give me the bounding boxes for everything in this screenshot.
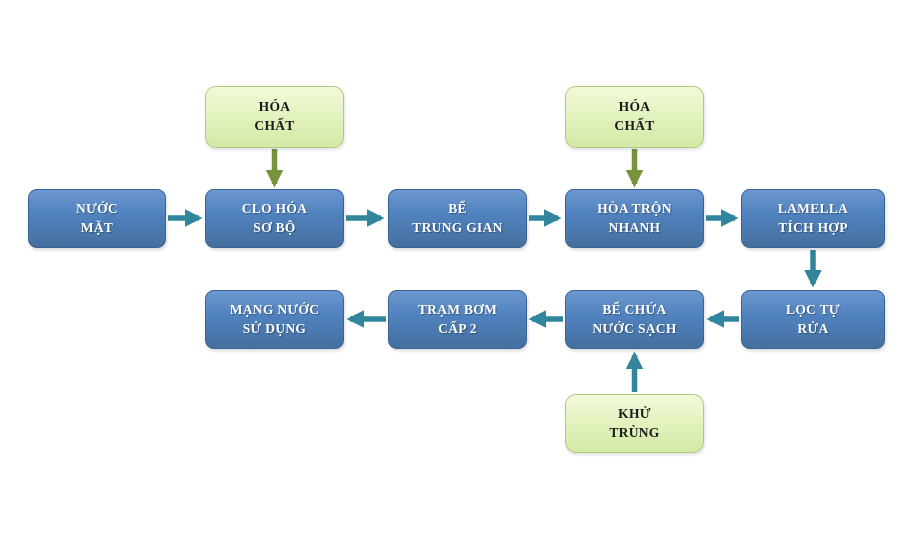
- node-clo-hoa-so-bo: CLO HÓA SƠ BỘ: [205, 189, 344, 248]
- node-loc-tu-rua: LỌC TỰ RỬA: [741, 290, 885, 349]
- node-hoa-tron-nhanh: HÒA TRỘN NHANH: [565, 189, 704, 248]
- node-be-trung-gian: BỂ TRUNG GIAN: [388, 189, 527, 248]
- node-tram-bom-cap-2: TRẠM BƠM CẤP 2: [388, 290, 527, 349]
- node-hoa-chat-right: HÓA CHẤT: [565, 86, 704, 148]
- node-lamella-tich-hop: LAMELLA TÍCH HỢP: [741, 189, 885, 248]
- node-hoa-chat-left: HÓA CHẤT: [205, 86, 344, 148]
- node-be-chua-nuoc-sach: BỂ CHỨA NƯỚC SẠCH: [565, 290, 704, 349]
- node-nuoc-mat: NƯỚC MẶT: [28, 189, 166, 248]
- node-mang-nuoc-su-dung: MẠNG NƯỚC SỬ DỤNG: [205, 290, 344, 349]
- node-khu-trung: KHỬ TRÙNG: [565, 394, 704, 453]
